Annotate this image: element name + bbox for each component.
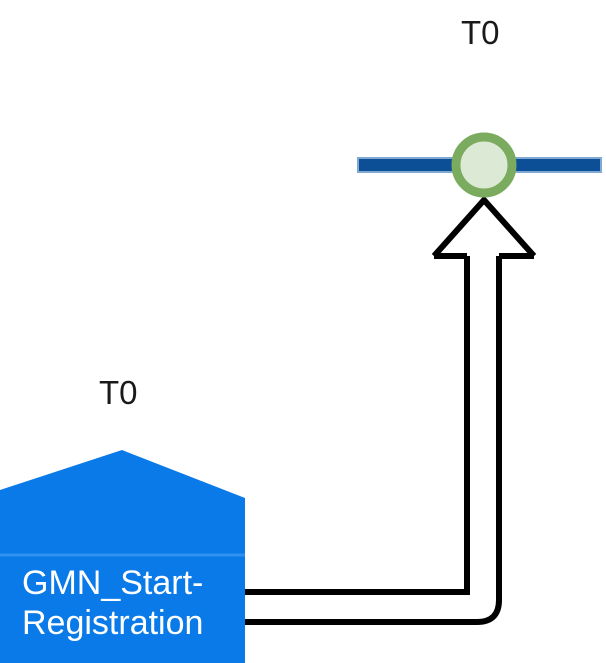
arrow-outer-edge	[245, 256, 502, 625]
arrow-head-icon	[431, 195, 537, 258]
task-label: T0	[99, 374, 138, 411]
sequence-flow-outline[interactable]	[245, 201, 534, 634]
start-node-label: GMN_Start- Registration	[22, 564, 204, 642]
arrow-inner-edge	[245, 256, 470, 595]
intermediate-event-node[interactable]	[451, 132, 517, 198]
event-label: T0	[461, 14, 500, 51]
